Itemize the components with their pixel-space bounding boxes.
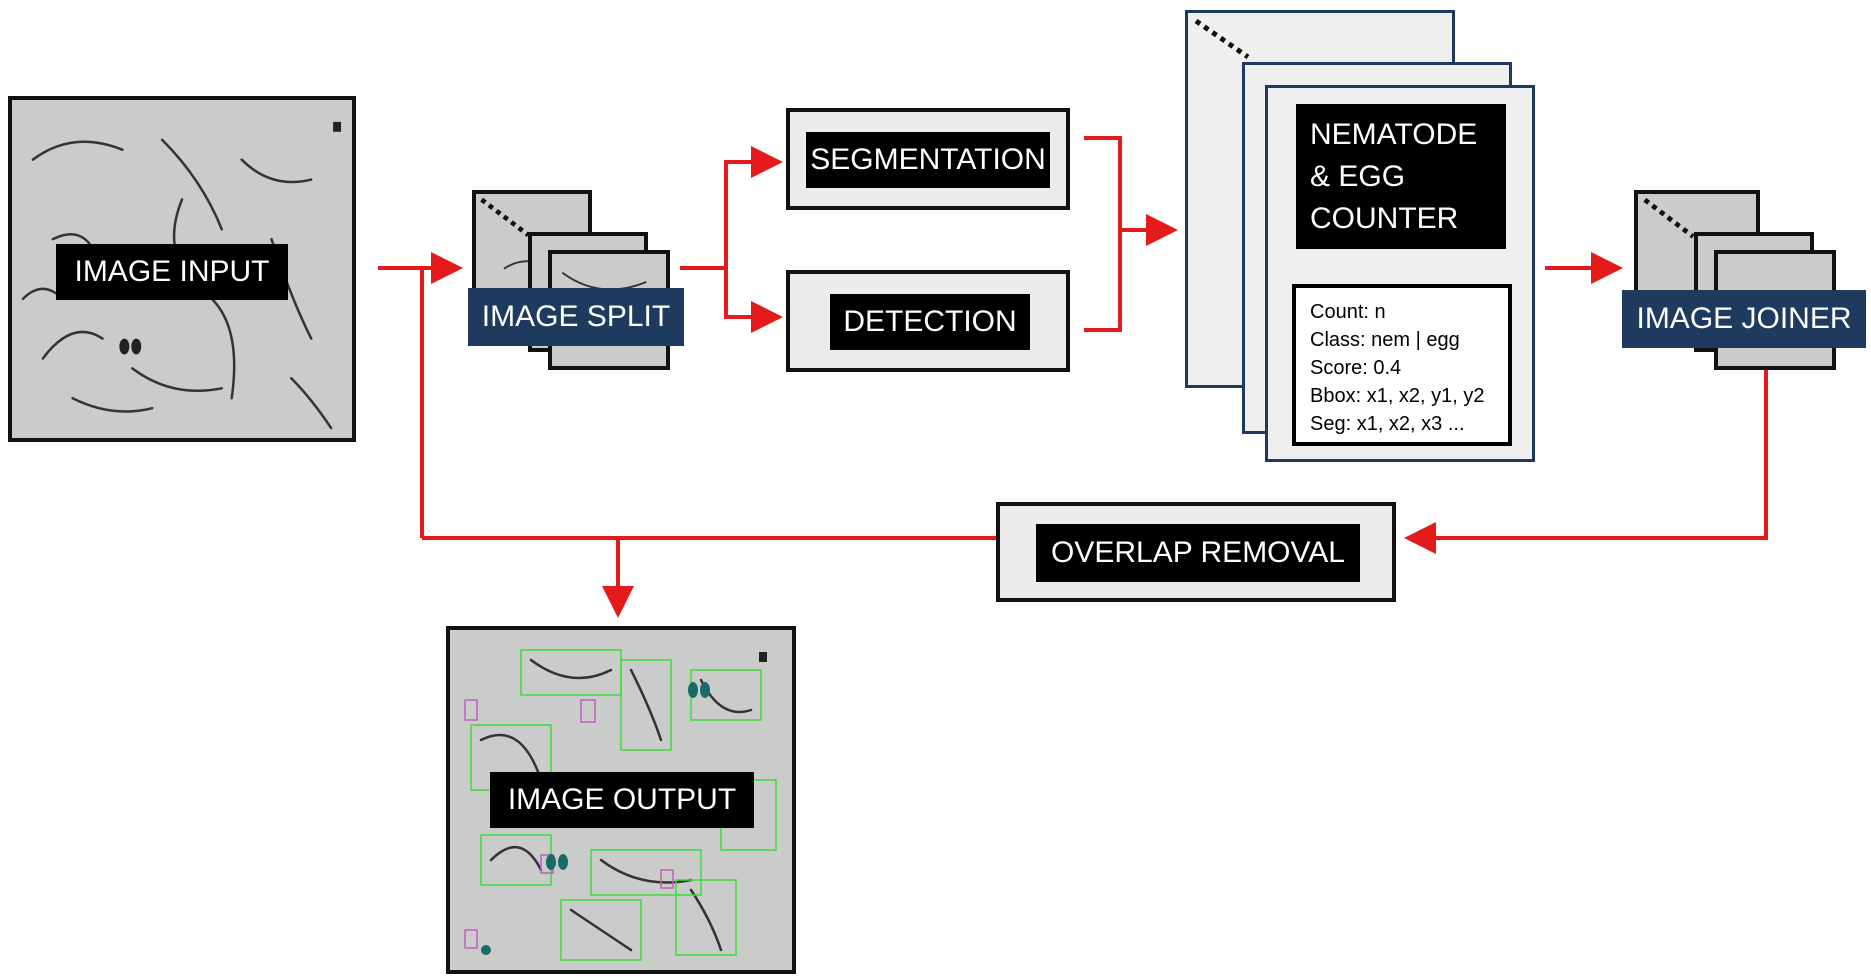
detection-box: DETECTION bbox=[786, 270, 1070, 372]
field-count: Count: n bbox=[1310, 301, 1386, 323]
arrow-segmentation-merge bbox=[1084, 136, 1122, 332]
field-seg: Seg: x1, x2, x3 ... bbox=[1310, 413, 1465, 435]
counter-title-line-3: COUNTER bbox=[1310, 201, 1459, 235]
arrow-split-to-detection bbox=[724, 268, 783, 333]
image-input-label: IMAGE INPUT bbox=[56, 244, 288, 300]
annotated-microscope-image bbox=[464, 649, 777, 961]
counter-title-line-1: NEMATODE bbox=[1310, 117, 1478, 151]
segmentation-box: SEGMENTATION bbox=[786, 108, 1070, 210]
counter-title-line-2: & EGG bbox=[1310, 159, 1406, 193]
counter-output-fields: Count: n Class: nem | egg Score: 0.4 Bbo… bbox=[1292, 284, 1512, 446]
counter-title: NEMATODE & EGG COUNTER bbox=[1296, 104, 1506, 249]
field-score: Score: 0.4 bbox=[1310, 357, 1402, 379]
field-class: Class: nem | egg bbox=[1310, 329, 1460, 351]
image-output-label: IMAGE OUTPUT bbox=[490, 772, 754, 828]
overlap-removal-label: OVERLAP REMOVAL bbox=[1036, 524, 1360, 582]
image-joiner-label: IMAGE JOINER bbox=[1622, 290, 1866, 348]
segmentation-label: SEGMENTATION bbox=[806, 132, 1050, 188]
image-split-label: IMAGE SPLIT bbox=[468, 288, 684, 346]
arrow-split-to-segmentation bbox=[724, 146, 783, 268]
counter-card-front: NEMATODE & EGG COUNTER Count: n Class: n… bbox=[1265, 85, 1535, 462]
field-bbox: Bbox: x1, x2, y1, y2 bbox=[1310, 385, 1485, 407]
overlap-removal-box: OVERLAP REMOVAL bbox=[996, 502, 1396, 602]
detection-label: DETECTION bbox=[830, 294, 1030, 350]
arrow-joiner-to-overlap bbox=[1404, 370, 1768, 554]
